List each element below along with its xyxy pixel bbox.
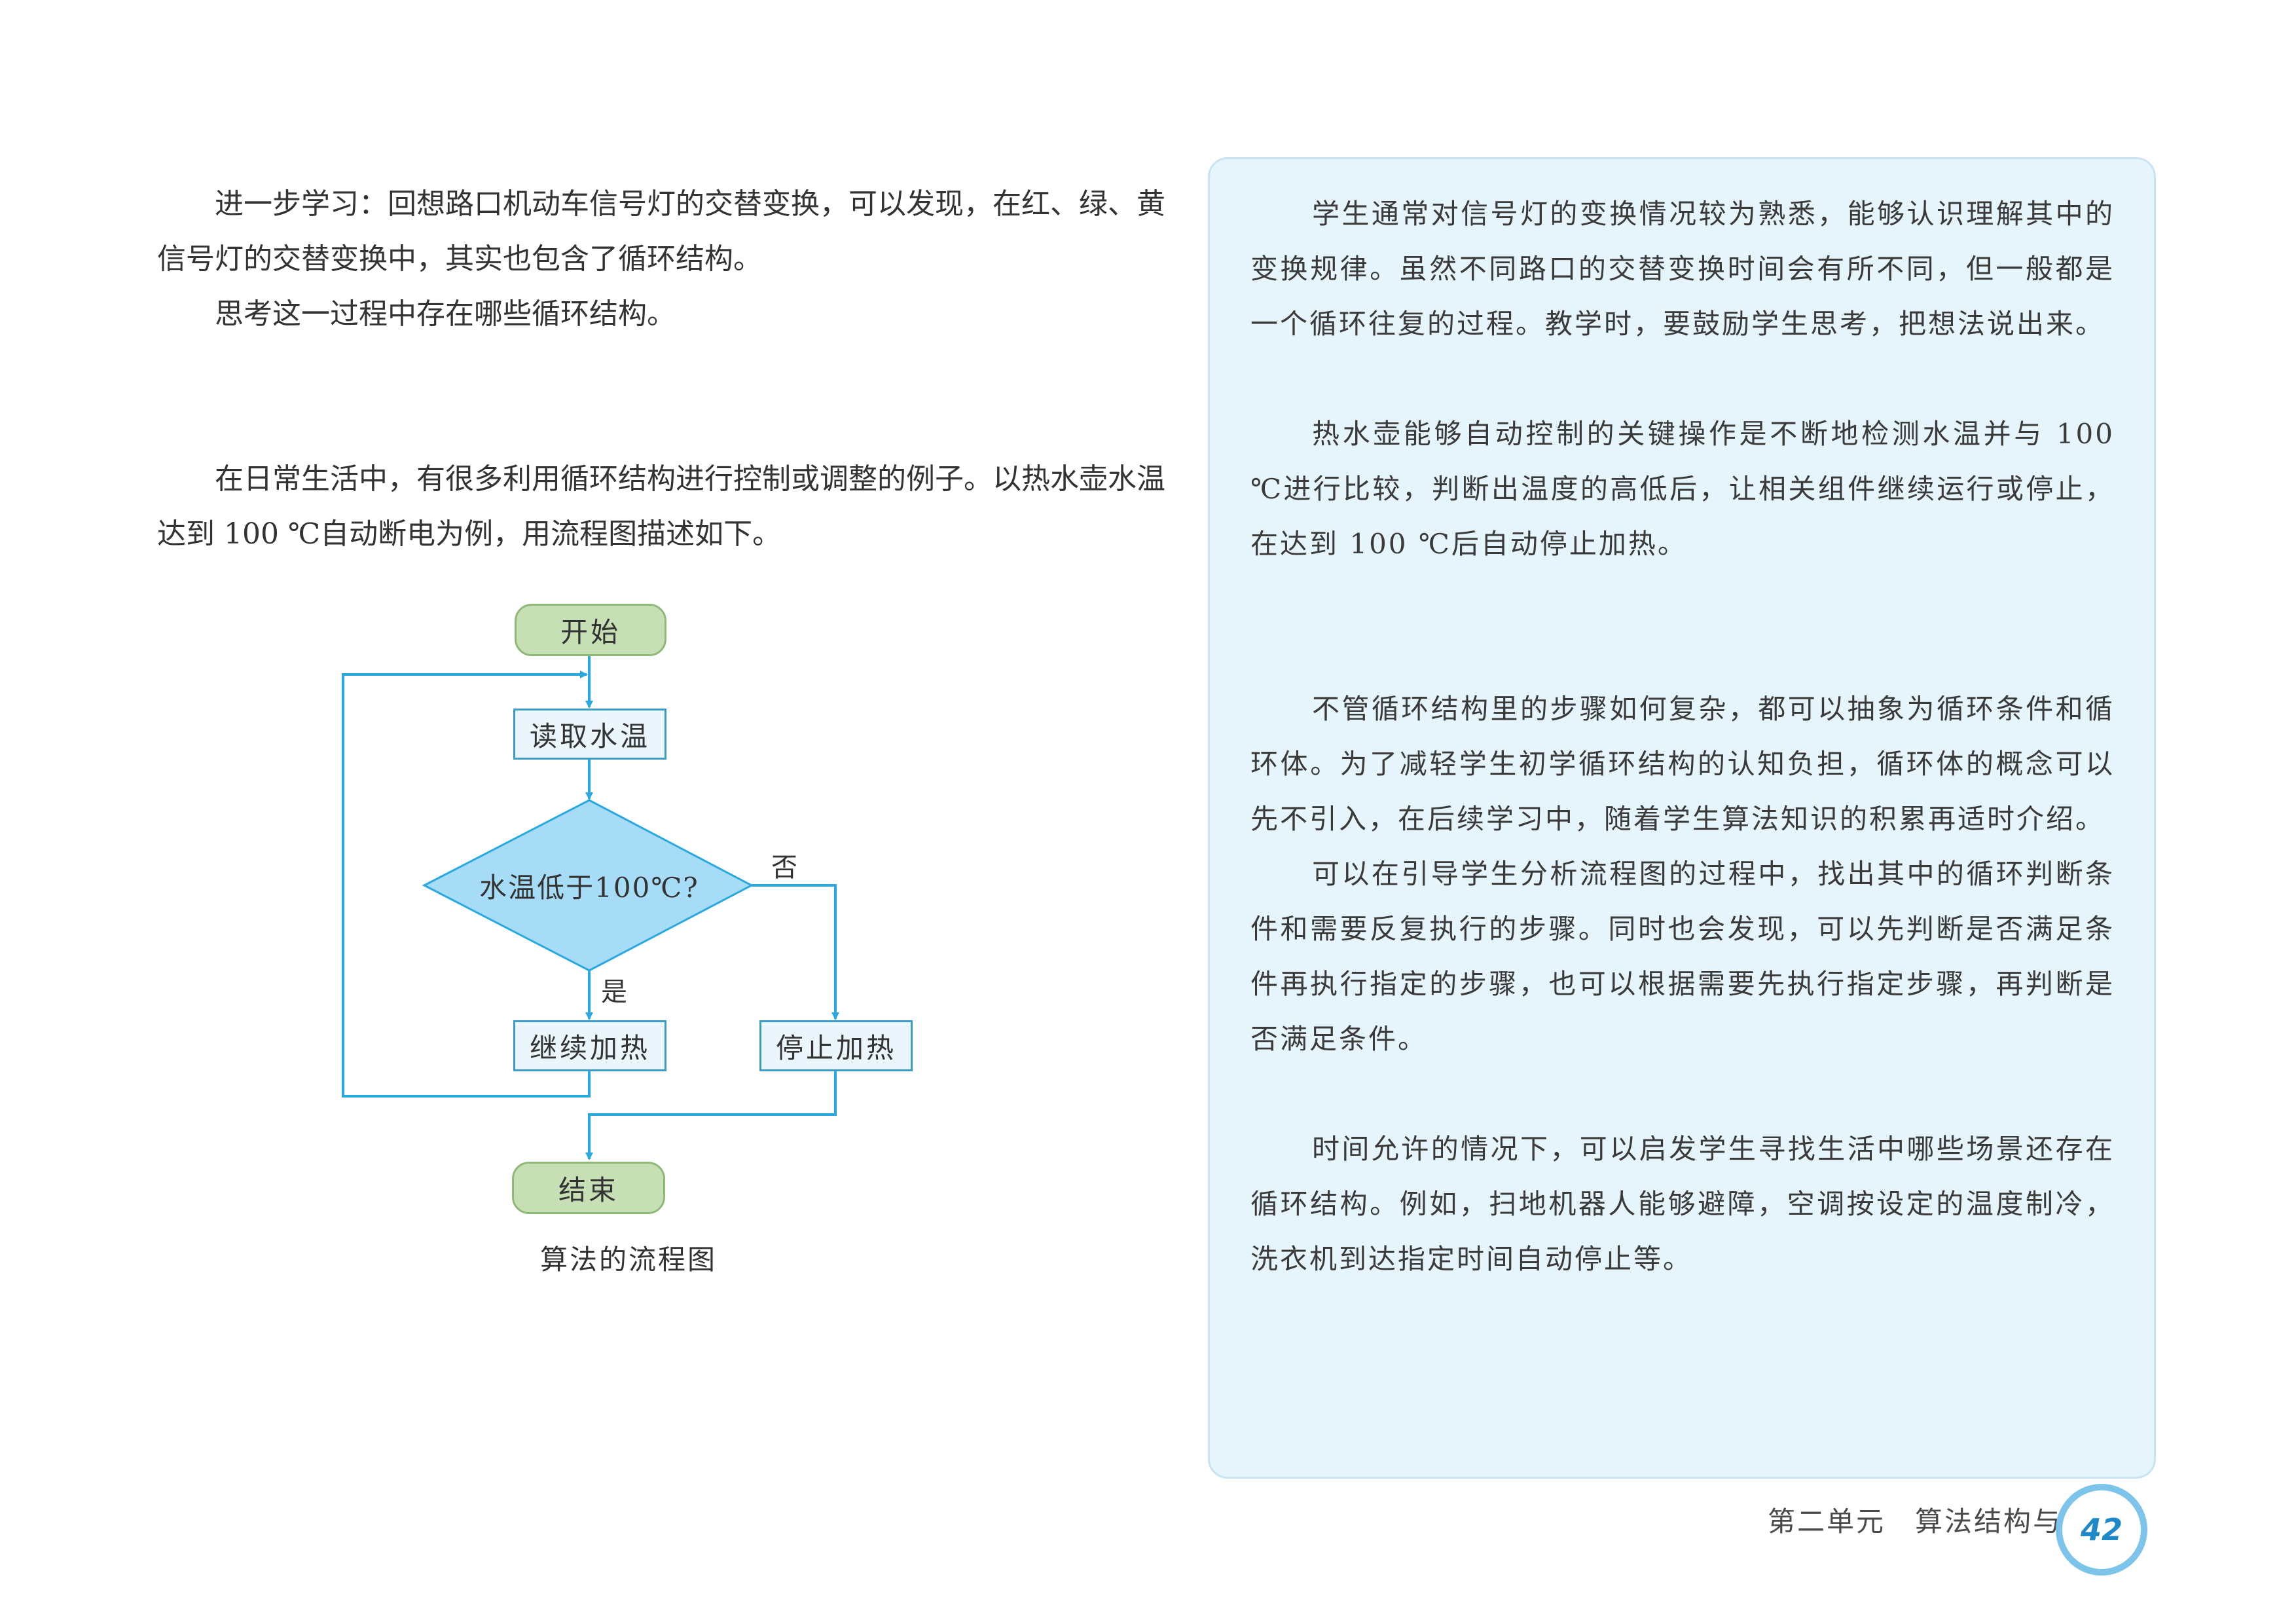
decision-label: 水温低于100℃? (479, 871, 699, 904)
flowchart: 开始 读取水温 水温低于100℃? 否 是 继续加热 停止加热 结束 算法的流程… (327, 596, 982, 1316)
teacher-notes: 学生通常对信号灯的变换情况较为熟悉，能够认识理解其中的变换规律。虽然不同路口的交… (1250, 187, 2115, 1287)
flowchart-caption: 算法的流程图 (539, 1244, 717, 1276)
paragraph-think: 思考这一过程中存在哪些循环结构。 (215, 297, 676, 331)
no-label: 否 (771, 853, 797, 883)
arrow-no-to-stop (752, 884, 839, 1020)
start-node: 开始 (515, 604, 666, 656)
arrow-stop-to-end (585, 1071, 837, 1160)
main-text: 进一步学习：回想路口机动车信号灯的交替变换，可以发现，在红、绿、黄信号灯的交替变… (157, 177, 1165, 562)
continue-heating-node: 继续加热 (513, 1020, 666, 1071)
note-loop-abstraction: 不管循环结构里的步骤如何复杂，都可以抽象为循环条件和循环体。为了减轻学生初学循环… (1250, 693, 2115, 835)
paragraph-kettle-example: 在日常生活中，有很多利用循环结构进行控制或调整的例子。以热水壶水温达到 100 … (157, 462, 1165, 551)
read-temperature-node: 读取水温 (513, 709, 666, 760)
note-life-examples: 时间允许的情况下，可以启发学生寻找生活中哪些场景还存在循环结构。例如，扫地机器人… (1250, 1133, 2115, 1275)
note-kettle-control: 热水壶能够自动控制的关键操作是不断地检测水温并与 100 ℃进行比较，判断出温度… (1250, 418, 2115, 560)
stop-heating-node: 停止加热 (759, 1020, 913, 1071)
note-signal-lights: 学生通常对信号灯的变换情况较为熟悉，能够认识理解其中的变换规律。虽然不同路口的交… (1250, 198, 2115, 340)
paragraph-further-study: 进一步学习：回想路口机动车信号灯的交替变换，可以发现，在红、绿、黄信号灯的交替变… (157, 187, 1165, 276)
page-number: 42 (2056, 1484, 2147, 1576)
teacher-notes-panel: 学生通常对信号灯的变换情况较为熟悉，能够认识理解其中的变换规律。虽然不同路口的交… (1208, 157, 2156, 1479)
footer-unit-title: 第二单元 算法结构与描述 (1767, 1505, 2121, 1538)
loop-back-arrow (342, 671, 591, 1098)
end-node: 结束 (512, 1162, 665, 1214)
note-analyze-flowchart: 可以在引导学生分析流程图的过程中，找出其中的循环判断条件和需要反复执行的步骤。同… (1250, 858, 2115, 1055)
flowchart-connectors (342, 656, 839, 1160)
yes-label: 是 (601, 977, 627, 1007)
